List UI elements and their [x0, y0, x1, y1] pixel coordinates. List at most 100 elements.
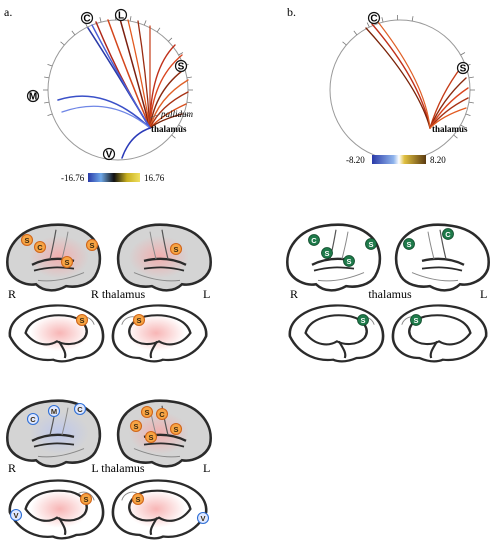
ring-label-c: C: [80, 11, 94, 25]
row1-a-right: L: [203, 287, 210, 301]
panel-a-label: a.: [4, 5, 12, 19]
connectogram-b-ticks: [342, 15, 475, 139]
ring-tick: [453, 134, 458, 139]
ring-tick: [99, 17, 102, 23]
ring-tick: [44, 101, 50, 104]
marker-a1: C: [33, 240, 47, 254]
svg-text:C: C: [83, 14, 90, 25]
marker-b: C: [442, 228, 454, 240]
marker-a1: S: [132, 313, 146, 327]
ring-tick: [178, 52, 184, 56]
svg-text:S: S: [89, 241, 94, 250]
ring-label-s: S: [174, 59, 188, 73]
row1-a-left: R: [8, 287, 16, 301]
ring-tick: [186, 101, 192, 104]
brain-a1-right-lateral: [6, 223, 102, 292]
ring-tick: [44, 76, 50, 79]
svg-text:S: S: [413, 316, 418, 325]
svg-text:C: C: [445, 230, 451, 239]
ring-label-m: M: [26, 89, 40, 103]
marker-a1: S: [60, 255, 74, 269]
svg-text:S: S: [148, 433, 153, 442]
marker-b: S: [410, 314, 422, 326]
ring-tick: [156, 27, 161, 33]
ring-tick: [178, 124, 184, 128]
marker-a1: S: [85, 238, 99, 252]
ring-tick: [143, 20, 147, 26]
marker-a2: S: [131, 492, 145, 506]
svg-text:S: S: [136, 316, 141, 325]
svg-text:S: S: [173, 425, 178, 434]
svg-text:C: C: [159, 410, 165, 419]
svg-text:M: M: [29, 92, 37, 103]
svg-text:S: S: [144, 408, 149, 417]
marker-b: C: [308, 234, 320, 246]
row2-a-center: L thalamus: [91, 461, 145, 475]
brain-a1-left-lateral: [116, 223, 212, 292]
ring-tick: [460, 52, 466, 56]
connectogram-b: C S thalamus: [329, 11, 475, 161]
connectogram-a-ring: [47, 19, 189, 161]
ring-tick: [186, 76, 192, 79]
ring-tick: [465, 113, 471, 117]
marker-b: S: [403, 238, 415, 250]
svg-text:L: L: [118, 11, 124, 22]
marker-a2: S: [79, 492, 93, 506]
ring-tick: [460, 124, 466, 128]
row1-b-left: R: [290, 287, 298, 301]
ring-tick: [411, 16, 414, 22]
marker-a2: S: [169, 422, 183, 436]
svg-text:C: C: [37, 243, 43, 252]
ring-tick: [342, 41, 347, 46]
marker-b: S: [357, 314, 369, 326]
brain-a1-left-medial: [111, 304, 208, 363]
svg-text:C: C: [311, 236, 317, 245]
svg-text:S: S: [324, 249, 329, 258]
colorbar-a-max: 16.76: [144, 173, 165, 183]
ring-tick: [47, 113, 53, 117]
ring-label-b-c: C: [367, 11, 381, 25]
ring-label-l: L: [114, 8, 128, 22]
marker-b: S: [343, 255, 355, 267]
svg-text:C: C: [30, 415, 36, 424]
svg-text:C: C: [77, 405, 83, 414]
ring-tick: [47, 63, 53, 67]
svg-text:S: S: [135, 495, 140, 504]
marker-b: S: [321, 247, 333, 259]
colorbar-b-max: 8.20: [430, 155, 446, 165]
marker-a2: C: [155, 407, 169, 421]
marker-a1: S: [20, 233, 34, 247]
svg-text:S: S: [346, 257, 351, 266]
ring-label-v: V: [102, 147, 116, 161]
connectogram-b-links: [365, 21, 469, 129]
row1-a-center: R thalamus: [91, 287, 146, 301]
row1-b-center: thalamus: [368, 287, 412, 301]
marker-a1: S: [169, 242, 183, 256]
row2-a-right: L: [203, 461, 210, 475]
thalamus-label-a: thalamus: [151, 124, 187, 134]
svg-text:S: S: [64, 258, 69, 267]
marker-a2: S: [144, 430, 158, 444]
brain-a2-left-medial: [111, 479, 208, 540]
colorbar-a: -16.76 16.76: [61, 173, 165, 183]
svg-text:S: S: [360, 316, 365, 325]
svg-text:V: V: [13, 511, 18, 520]
svg-text:S: S: [24, 236, 29, 245]
brain-b-right-lateral: [286, 223, 382, 292]
svg-text:C: C: [370, 14, 377, 25]
ring-tick: [366, 22, 370, 28]
ring-tick: [60, 41, 65, 46]
pallidum-label: pallidum: [160, 109, 194, 119]
marker-a2: S: [129, 419, 143, 433]
ring-tick: [468, 76, 474, 79]
ring-tick: [381, 17, 384, 23]
brain-b-left-medial: [391, 304, 488, 363]
brain-a2-right-medial: [8, 479, 105, 540]
row2-a-left: R: [8, 461, 16, 475]
svg-text:S: S: [83, 495, 88, 504]
connectogram-b-ring: [329, 19, 471, 161]
panel-b-label: b.: [287, 5, 296, 19]
svg-text:S: S: [368, 240, 373, 249]
colorbar-b-min: -8.20: [346, 155, 365, 165]
